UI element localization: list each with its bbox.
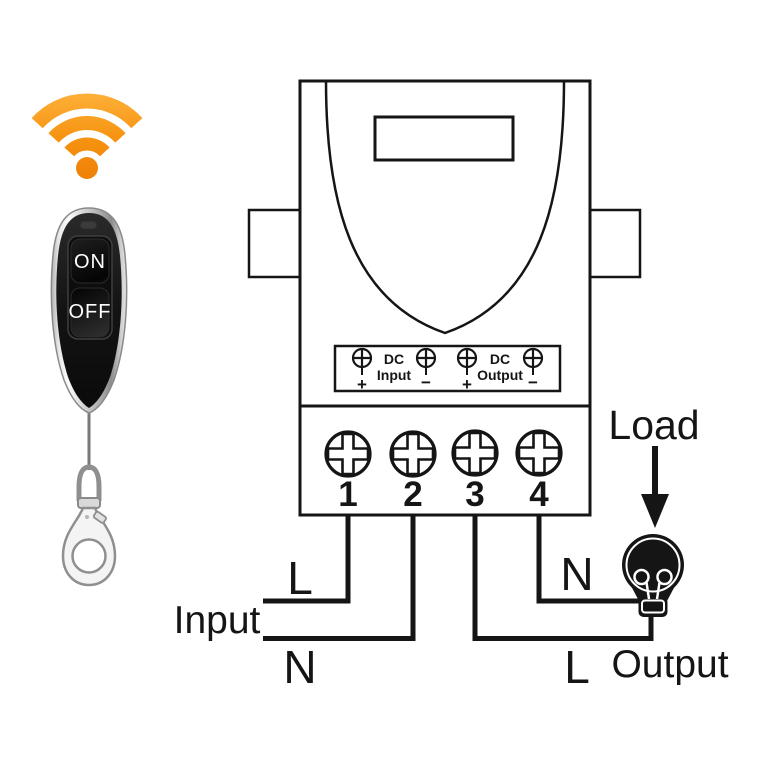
dc-output-label-line2: Output (477, 367, 523, 383)
output-neutral-label: N (560, 548, 593, 600)
mounting-ear-left (247, 208, 302, 279)
keychain-clasp-icon (61, 464, 117, 587)
dc-screw-output-minus (522, 347, 544, 375)
output-live-label: L (564, 641, 590, 693)
output-label: Output (611, 643, 728, 686)
wire-terminal2-neutral-in (263, 514, 416, 641)
off-button-label: OFF (69, 301, 112, 323)
load-arrow-head-icon (641, 494, 669, 528)
wire-terminal3-live-out (472, 514, 654, 641)
wifi-arc-outer (31, 93, 143, 129)
input-live-label: L (287, 552, 313, 604)
screw-terminal-2 (389, 430, 437, 478)
label-window (373, 115, 515, 162)
on-button-label: ON (74, 251, 106, 273)
dc-screw-input-plus (351, 347, 373, 375)
remote-led-indicator (79, 220, 98, 230)
terminal-number-4: 4 (529, 475, 549, 514)
wiring: L Input N N L Output (174, 514, 729, 693)
off-button (70, 287, 110, 338)
wifi-signal-icon (31, 93, 143, 179)
wifi-arc-inner (64, 137, 110, 157)
load-indicator: Load (608, 402, 700, 617)
on-button (70, 238, 110, 284)
dc-input-label-line2: Input (377, 367, 412, 383)
screw-terminal-4 (515, 429, 563, 477)
screw-terminal-1 (324, 430, 372, 478)
dc-output-plus-sign: + (462, 375, 472, 394)
dc-output-label-line1: DC (490, 351, 510, 367)
wire-terminal4-neutral-out (536, 514, 640, 604)
case-seam-curve (324, 80, 566, 335)
mounting-ear-right (588, 208, 642, 279)
dc-output-minus-sign: − (528, 373, 538, 392)
dc-terminal-strip-box (333, 344, 562, 393)
light-bulb-icon (622, 534, 684, 617)
receiver-module: DC Input DC Output + − + − 1 (247, 79, 642, 517)
load-label: Load (608, 402, 699, 448)
wifi-dot (76, 157, 98, 179)
terminal-number-3: 3 (465, 475, 484, 514)
dc-input-label-line1: DC (384, 351, 404, 367)
dc-input-plus-sign: + (357, 375, 367, 394)
dc-screw-output-plus (456, 347, 478, 375)
wifi-arc-middle (48, 116, 126, 143)
terminal-number-2: 2 (403, 475, 422, 514)
terminal-number-1: 1 (338, 475, 357, 514)
remote-control: ON OFF (50, 207, 128, 587)
wire-terminal1-live-in (263, 514, 351, 604)
input-label: Input (174, 599, 261, 642)
dc-input-minus-sign: − (421, 373, 431, 392)
dc-terminal-strip: DC Input DC Output + − + − (333, 344, 562, 394)
input-neutral-label: N (283, 641, 316, 693)
screw-terminal-3 (451, 429, 499, 477)
dc-screw-input-minus (415, 347, 437, 375)
